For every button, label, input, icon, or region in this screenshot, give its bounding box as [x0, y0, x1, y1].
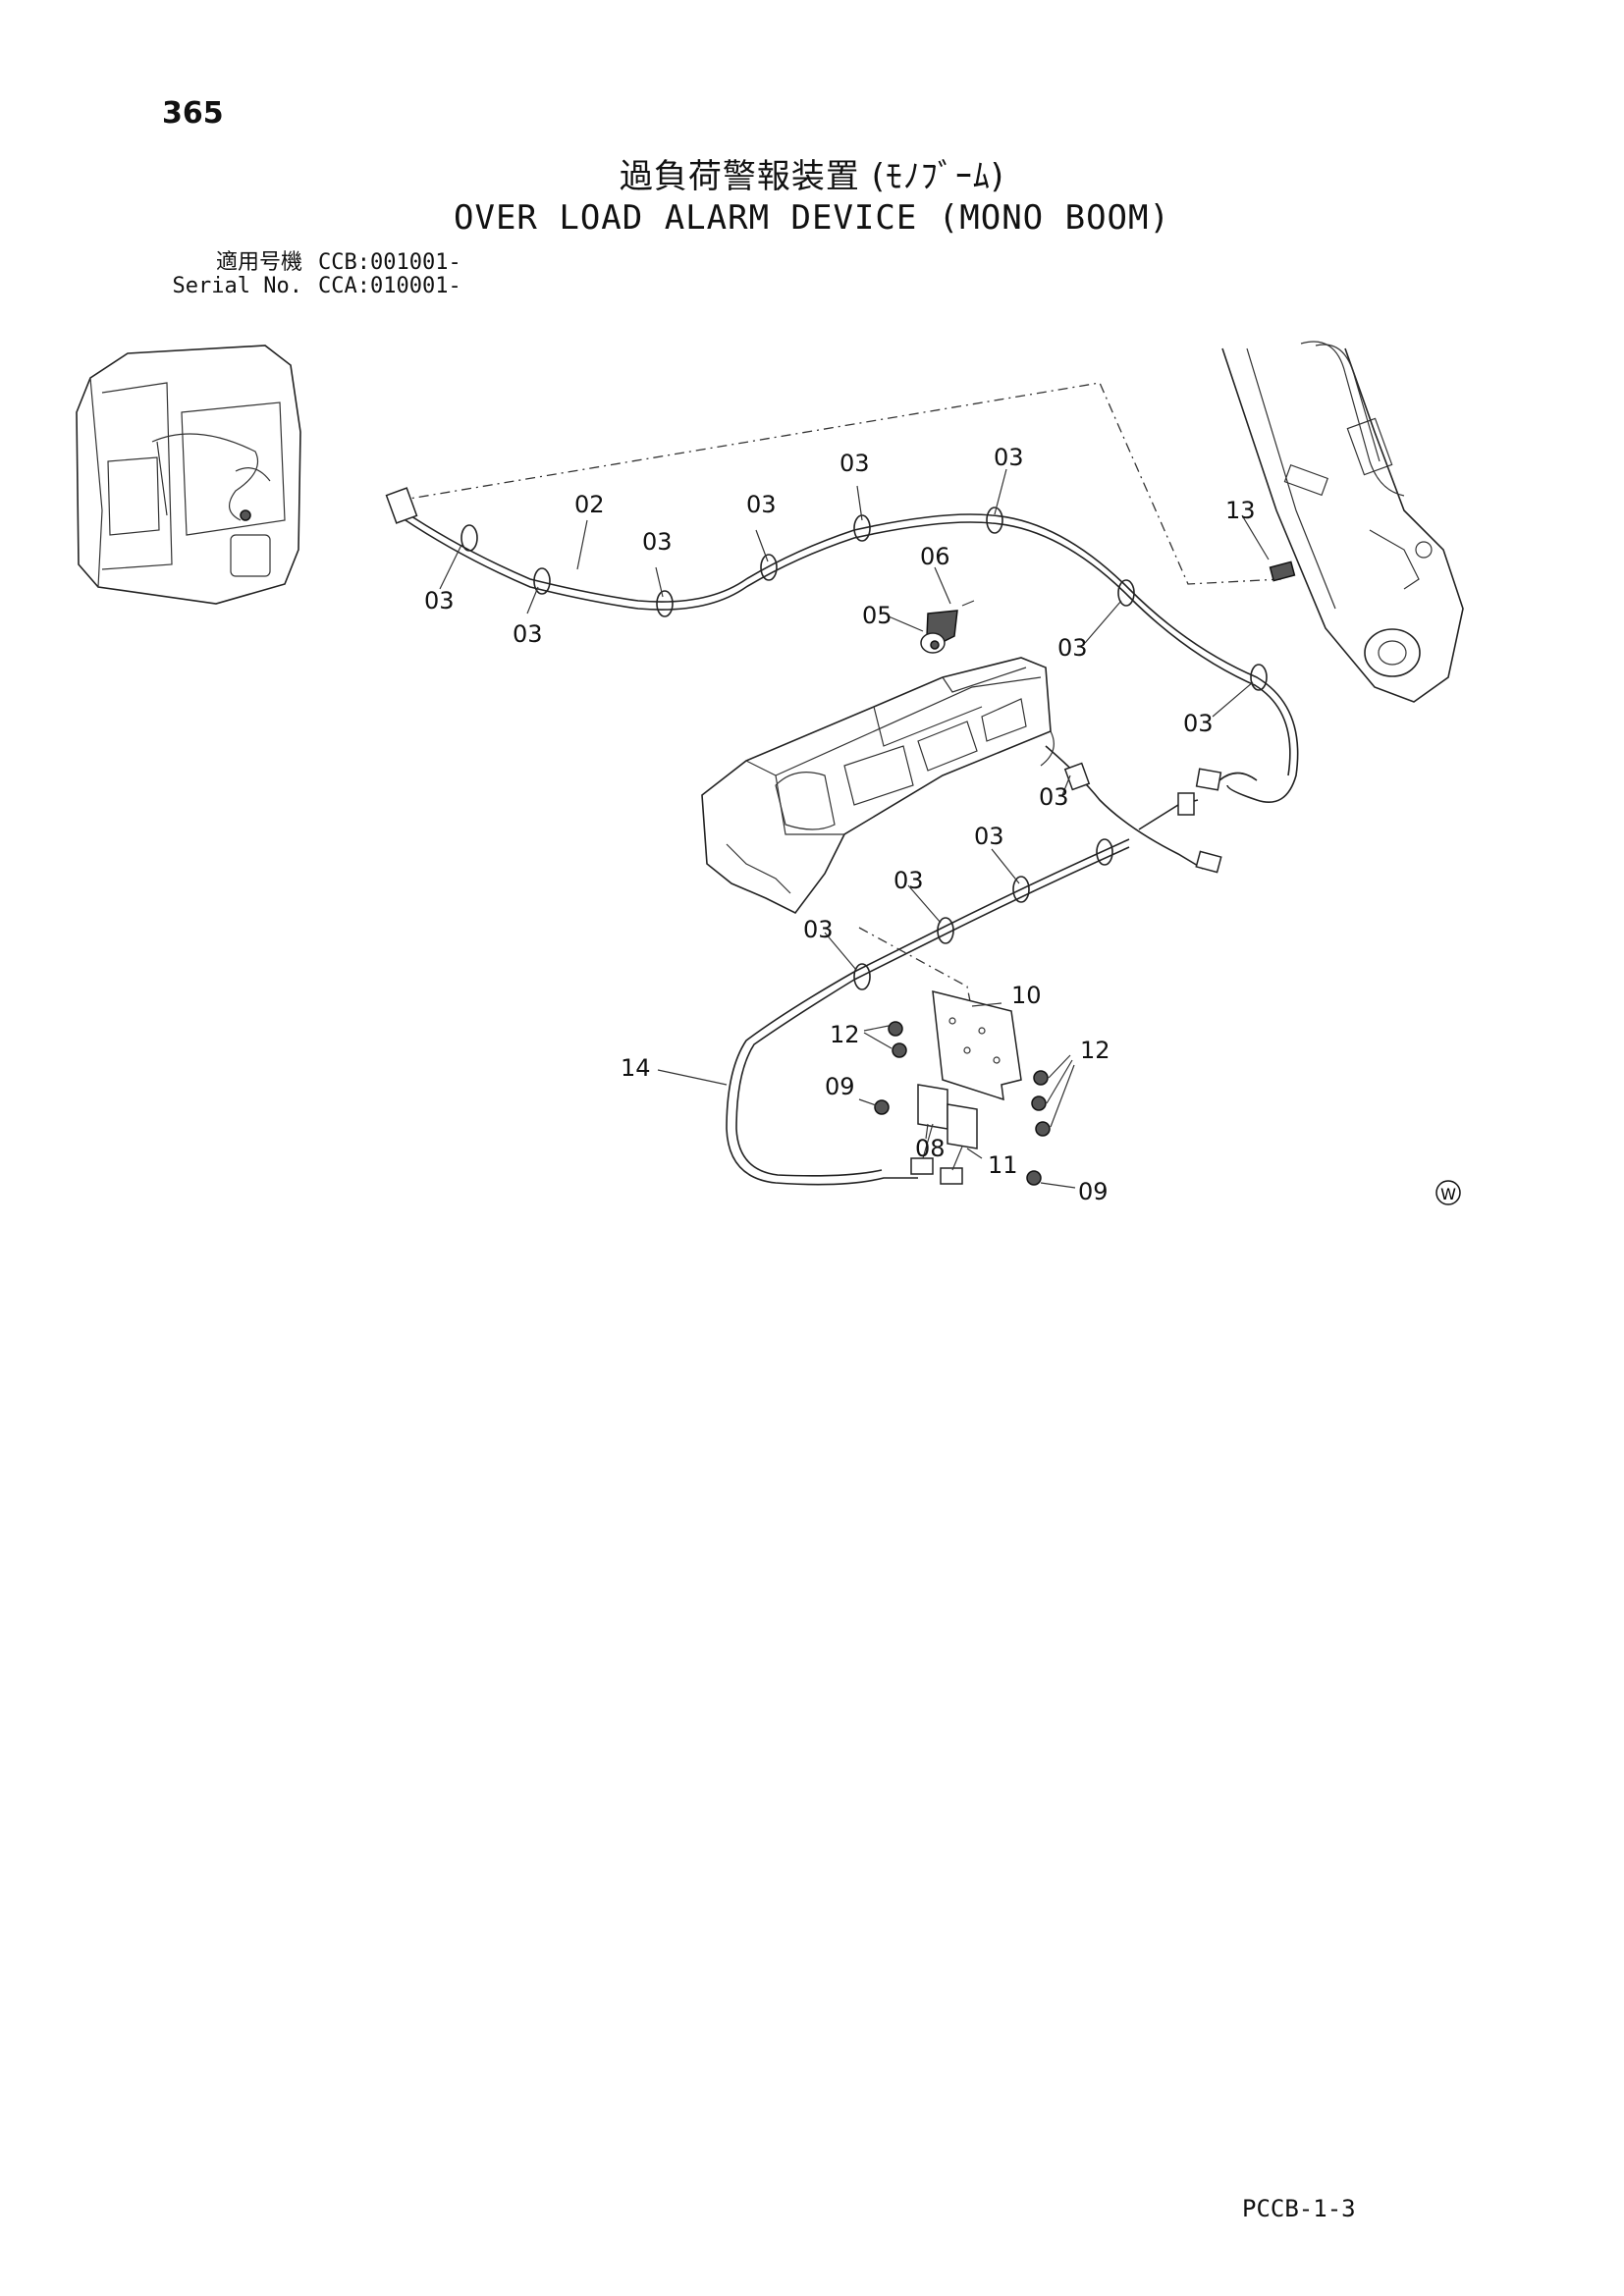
serial-value-jp: CCB:001001- — [318, 250, 461, 275]
callout-03-f: 03 — [994, 444, 1024, 471]
leader-console — [858, 927, 973, 1012]
callout-14: 14 — [621, 1054, 651, 1082]
callout-13: 13 — [1225, 497, 1256, 524]
serial-label-jp: 適用号機 — [215, 250, 302, 275]
callout-03-g: 03 — [1057, 634, 1088, 662]
title-english: OVER LOAD ALARM DEVICE (MONO BOOM) — [454, 198, 1170, 238]
bracket-assembly — [874, 990, 1051, 1186]
callout-12-b: 12 — [1080, 1037, 1110, 1064]
console-illustration — [701, 657, 1055, 915]
callout-03-i: 03 — [1039, 783, 1069, 811]
callout-08: 08 — [915, 1135, 946, 1162]
pressure-sensor — [1269, 561, 1296, 582]
footer-code: PCCB-1-3 — [1242, 2195, 1356, 2222]
harness-upper — [385, 487, 1299, 803]
boom-illustration — [1221, 341, 1464, 703]
serial-value-en: CCA:010001- — [318, 274, 461, 298]
w-mark: W — [1435, 1180, 1461, 1205]
callout-03-a: 03 — [424, 587, 455, 614]
callout-09-a: 09 — [825, 1073, 855, 1100]
callout-05: 05 — [862, 602, 893, 629]
callout-02: 02 — [574, 491, 605, 518]
callout-03-l: 03 — [803, 916, 834, 943]
callout-leaders — [439, 468, 1270, 1189]
screws — [874, 1021, 1051, 1186]
callout-12-a: 12 — [830, 1021, 860, 1048]
callout-03-j: 03 — [974, 823, 1004, 850]
callout-03-d: 03 — [746, 491, 777, 518]
w-mark-label: W — [1440, 1185, 1456, 1203]
callout-03-h: 03 — [1183, 710, 1214, 737]
callout-03-c: 03 — [642, 528, 673, 556]
cab-illustration — [76, 345, 301, 605]
serial-row-en: Serial No. CCA:010001- — [155, 275, 461, 298]
switch-assembly — [920, 600, 975, 654]
serial-block: 適用号機 CCB:001001- Serial No. CCA:010001- — [155, 251, 461, 298]
serial-label-en: Serial No. — [172, 274, 302, 298]
title-japanese: 過負荷警報装置 (ﾓﾉﾌﾞｰﾑ) — [619, 157, 1005, 196]
callout-11: 11 — [988, 1151, 1018, 1179]
callout-03-k: 03 — [893, 867, 924, 894]
serial-row-jp: 適用号機 CCB:001001- — [155, 251, 461, 275]
callout-03-b: 03 — [513, 620, 543, 648]
callout-10: 10 — [1011, 982, 1042, 1009]
leader-line — [397, 382, 1282, 585]
callout-06: 06 — [920, 543, 950, 570]
harness-lower — [726, 745, 1258, 1186]
callout-03-e: 03 — [839, 450, 870, 477]
callout-09-b: 09 — [1078, 1178, 1109, 1205]
page-number: 365 — [162, 96, 224, 131]
clamps-lower — [853, 838, 1113, 990]
clamps-upper — [460, 507, 1268, 691]
